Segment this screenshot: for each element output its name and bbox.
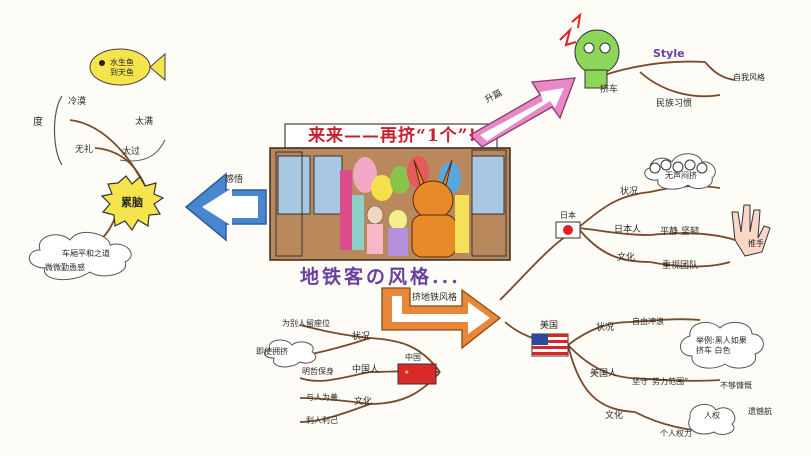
top-item-push: 挤车 <box>600 85 619 95</box>
usa-power: 坚守“势力范围” <box>632 377 689 386</box>
china-polite: 明哲保身 <box>302 367 334 376</box>
usa-status: 状况 <box>596 323 615 333</box>
china-flag: ★ <box>397 363 437 385</box>
japan-people: 日本人 <box>614 225 642 235</box>
usa-people: 美国人 <box>590 369 618 379</box>
left-burst-label: 累脑 <box>121 196 143 209</box>
usa-flag-label: 美国 <box>540 321 559 331</box>
china-self: 利人利己 <box>306 416 338 425</box>
usa-free: 自由冲浪 <box>632 317 664 326</box>
usa-refuse: 不够慷慨 <box>720 381 752 390</box>
japan-flag <box>555 221 581 239</box>
usa-individual: 个人权力 <box>660 429 692 438</box>
japan-status: 状况 <box>620 187 639 197</box>
left-blue-arrow <box>184 172 267 242</box>
bottom-orange-arrow <box>381 287 502 350</box>
subway-car-illustration <box>269 123 511 261</box>
left-quote-mark: 度 <box>33 117 43 128</box>
crowd-heads-doodle <box>649 159 708 174</box>
left-item-3: 无礼 <box>75 145 94 155</box>
left-arrow-label: 感悟 <box>225 175 244 185</box>
china-many: 与人为善 <box>306 393 338 402</box>
china-culture: 文化 <box>354 397 373 407</box>
svg-text:★: ★ <box>404 369 409 376</box>
top-pink-arrow <box>468 77 576 148</box>
usa-culture: 文化 <box>605 411 624 421</box>
china-for-people: 为别人留座位 <box>282 319 330 328</box>
usa-tall: 遗憾航 <box>748 407 772 416</box>
japan-group: 重视团队 <box>662 261 699 271</box>
center-banner-title: 来来——再挤“1个”! <box>308 126 477 146</box>
center-subtitle: 地铁客の风格... <box>300 266 461 288</box>
fish-illustration <box>89 48 166 86</box>
style-word: Style <box>653 47 685 60</box>
top-item-habit: 民族习惯 <box>656 99 693 109</box>
left-item-1: 冷漠 <box>68 97 87 107</box>
left-cloud-text-2: 微微勤恿感 <box>45 263 85 272</box>
usa-cloud-text: 举例:黑人如果挤车 白色 <box>696 336 747 355</box>
japan-silent: 无声闷挤 <box>665 171 697 180</box>
china-rush: 即使拥挤 <box>256 347 288 356</box>
usa-flag <box>531 333 569 357</box>
japan-flag-label: 日本 <box>560 211 576 220</box>
japan-endure: 平静 坚韧 <box>660 227 699 237</box>
left-item-2: 太满 <box>135 117 154 127</box>
china-flag-label: 中国 <box>405 353 421 362</box>
central-left-burst <box>100 175 165 232</box>
usa-human: 人权 <box>704 411 720 420</box>
left-cloud-text-1: 车厢平和之道 <box>62 249 110 258</box>
top-corner-note: 自我风格 <box>733 73 765 82</box>
china-status: 状况 <box>352 332 371 342</box>
china-people: 中国人 <box>352 365 380 375</box>
left-item-4: 太过 <box>122 147 141 157</box>
orange-arrow-label: 挤地铁风格 <box>412 293 458 303</box>
hand-illustration <box>731 204 771 257</box>
fish-text: 水生鱼 到天鱼 <box>110 58 134 77</box>
japan-culture: 文化 <box>617 253 636 263</box>
japan-hand: 推手 <box>748 239 764 248</box>
green-head-illustration <box>559 12 620 89</box>
